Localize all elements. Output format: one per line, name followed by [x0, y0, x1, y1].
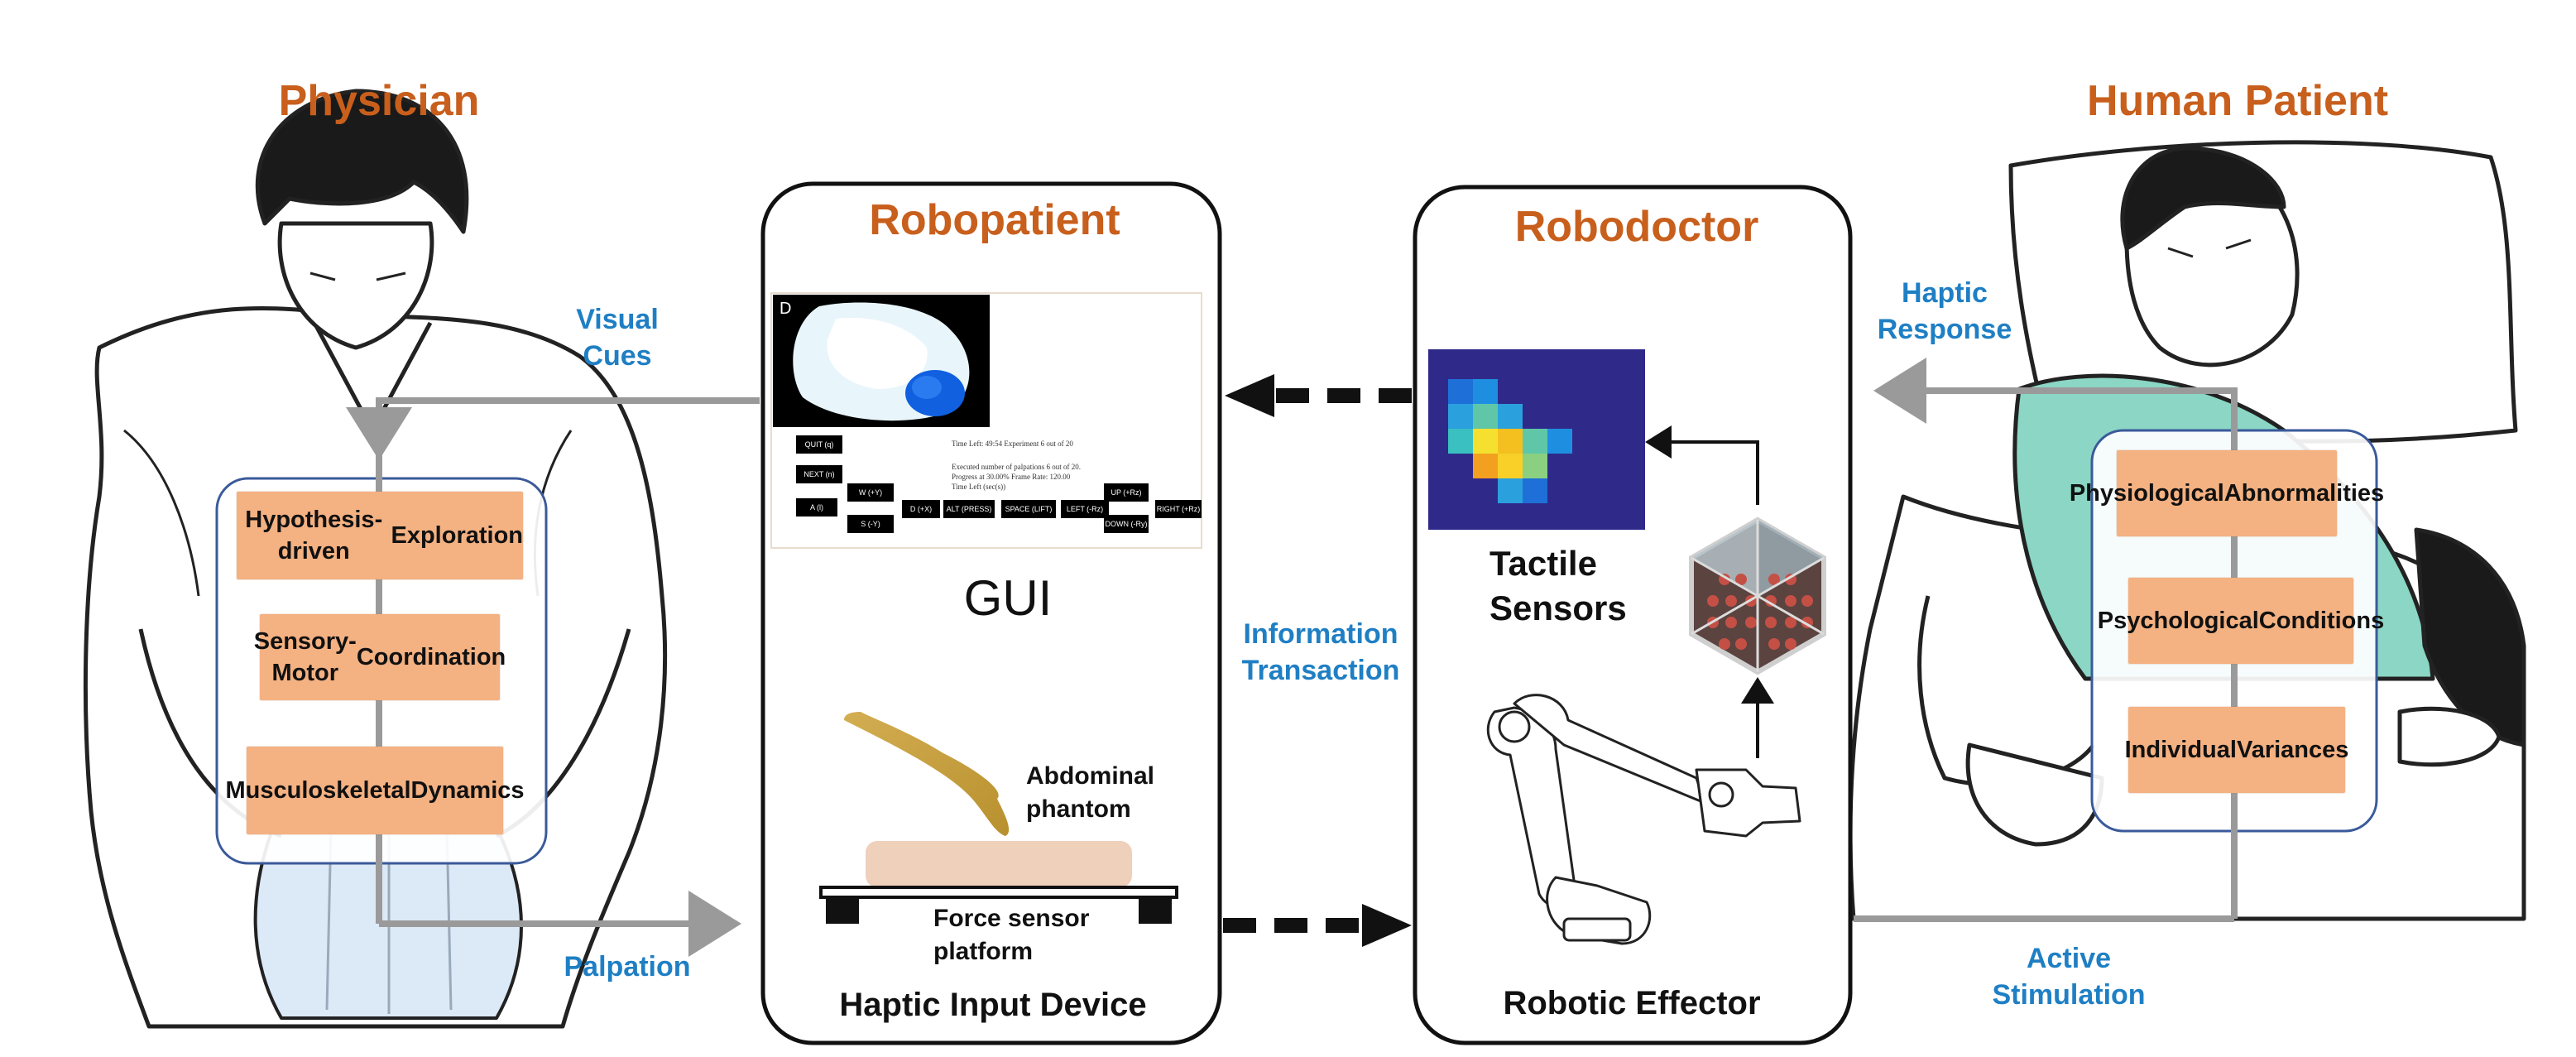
force-platform-leg-right [1139, 897, 1172, 924]
sensor-to-map-arrow [1645, 425, 1759, 505]
gui-label: GUI [963, 570, 1053, 626]
robodoctor-title: Robodoctor [1514, 203, 1759, 251]
force-platform-leg-left [826, 897, 859, 924]
gui-text-line: Time Left: 49:54 Experiment 6 out of 20 [952, 440, 1073, 448]
info-arrow-left-head [1225, 374, 1274, 417]
gui-button[interactable]: W (+Y) [847, 483, 894, 502]
gui-button[interactable]: SPACE (LIFT) [1001, 500, 1056, 518]
gui-button[interactable]: NEXT (n) [796, 465, 842, 483]
gui-button[interactable]: LEFT (-Rz) [1061, 500, 1109, 518]
force-platform-top [819, 886, 1178, 899]
gui-button[interactable]: RIGHT (+Rz) [1155, 500, 1202, 518]
robotic-arm-illustration [1486, 694, 1801, 945]
hand-illustration [844, 712, 1010, 836]
gui-button[interactable]: A (l) [796, 498, 837, 516]
patient-title: Human Patient [2086, 77, 2389, 125]
gui-button[interactable]: S (-Y) [847, 515, 894, 533]
gui-button[interactable]: ALT (PRESS) [943, 500, 995, 518]
hexagonal-tactile-sensor [1689, 516, 1826, 675]
info-arrow-right-head [1362, 904, 1412, 947]
tactile-heatmap [1428, 349, 1645, 530]
abdominal-phantom [866, 841, 1132, 887]
visual-cues-arrow [346, 397, 760, 460]
haptic-input-device-label: Haptic Input Device [839, 987, 1147, 1023]
gui-text-line: Executed number of palpations 6 out of 2… [952, 463, 1081, 471]
gui-button[interactable]: D (+X) [902, 500, 940, 518]
gui-button[interactable]: QUIT (q) [796, 435, 842, 454]
haptic-response-arrow [1873, 358, 2238, 424]
robopatient-title: Robopatient [869, 196, 1120, 244]
robotic-effector-label: Robotic Effector [1503, 985, 1761, 1021]
gui-button[interactable]: DOWN (-Ry) [1104, 515, 1149, 533]
physician-title: Physician [278, 77, 480, 125]
gui-button[interactable]: UP (+Rz) [1104, 483, 1149, 502]
gui-text-line: Time Left (sec(s)) [952, 483, 1006, 491]
gui-panel-letter: D [780, 300, 792, 318]
palpation-label: Palpation [564, 951, 691, 983]
gui-text-line: Progress at 30.00% Frame Rate: 120.00 [952, 473, 1071, 481]
